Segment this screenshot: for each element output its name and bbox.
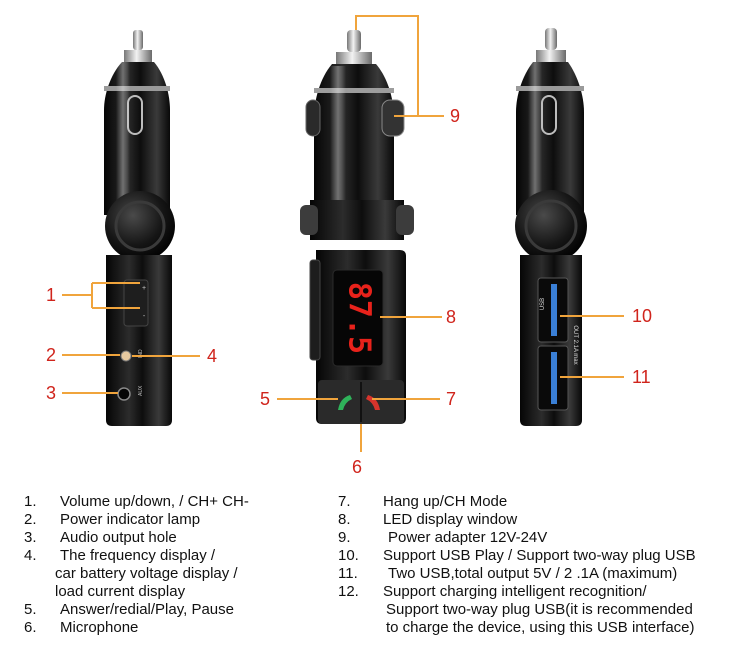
device-center-view: 87.5 — [300, 30, 414, 424]
feature-item-continuation: car battery voltage display / — [55, 565, 238, 582]
volume-rocker — [123, 279, 149, 327]
feature-item: 12.Support charging intelligent recognit… — [338, 583, 647, 600]
callout-10: 10 — [632, 306, 653, 326]
feature-item: 3.Audio output hole — [24, 529, 177, 546]
feature-item: 6.Microphone — [24, 619, 139, 636]
side-spring — [305, 99, 321, 137]
callout-8: 8 — [446, 307, 457, 327]
label-minus: - — [143, 313, 146, 320]
chrome-band — [314, 88, 394, 93]
callout-4: 4 — [207, 346, 218, 366]
feature-item: 4.The frequency display / — [24, 547, 216, 564]
callout-1: 1 — [46, 285, 57, 305]
usb-port-2-tongue — [551, 352, 557, 404]
plug-shine — [528, 62, 542, 202]
hangup-icon — [366, 395, 380, 410]
head-body — [106, 255, 172, 426]
callout-line-9 — [355, 15, 419, 117]
left-callout-lines — [62, 282, 200, 394]
center-callout-lines — [277, 15, 444, 452]
led-readout: 87.5 — [342, 282, 377, 354]
callout-2: 2 — [46, 345, 57, 365]
joint-knob — [396, 205, 414, 235]
feature-item: 2.Power indicator lamp — [24, 511, 201, 528]
contact-tip — [347, 30, 361, 52]
product-diagram: + - IND AUX 87.5 — [62, 15, 624, 452]
label-aux: AUX — [138, 385, 144, 396]
callout-3: 3 — [46, 383, 57, 403]
swivel-ring — [114, 200, 166, 252]
contact-tip — [133, 30, 143, 50]
chrome-band — [516, 86, 584, 91]
swivel-joint — [310, 200, 404, 240]
callout-9: 9 — [450, 106, 461, 126]
plug-shine — [116, 62, 130, 202]
feature-list-left: 1.Volume up/down, / CH+ CH- 2.Power indi… — [24, 493, 344, 637]
right-callout-lines — [560, 315, 624, 378]
device-right-view: USB OUT 2.1A max — [515, 28, 587, 426]
out-label: OUT 2.1A max — [572, 325, 578, 364]
joint-knob — [300, 205, 318, 235]
callout-7: 7 — [446, 389, 457, 409]
feature-item: 11.Two USB,total output 5V / 2 .1A (maxi… — [338, 565, 678, 582]
power-lamp — [120, 350, 132, 362]
aux-hole — [117, 387, 131, 401]
plug-body — [314, 64, 394, 210]
feature-item: 10.Support USB Play / Support two-way pl… — [338, 547, 696, 564]
callout-11: 11 — [632, 367, 651, 387]
answer-icon — [338, 395, 352, 410]
label-plus: + — [142, 285, 146, 292]
callout-6: 6 — [352, 457, 363, 477]
device-left-view: + - IND AUX — [104, 30, 175, 426]
feature-list-right: 7.Hang up/CH Mode 8.LED display window 9… — [338, 493, 743, 637]
feature-item: 9.Power adapter 12V-24V — [338, 529, 548, 546]
feature-item: 1.Volume up/down, / CH+ CH- — [24, 493, 249, 510]
side-spring — [381, 99, 405, 137]
feature-item-continuation: to charge the device, using this USB int… — [386, 619, 695, 636]
feature-item-continuation: Support two-way plug USB(it is recommend… — [386, 601, 693, 618]
contact-ring — [536, 50, 566, 62]
plug-shine — [330, 66, 346, 206]
usb-label: USB — [540, 298, 546, 310]
callout-bracket-1 — [91, 282, 140, 309]
feature-item-continuation: load current display — [55, 583, 186, 600]
label-ind: IND — [138, 349, 144, 358]
feature-item: 7.Hang up/CH Mode — [338, 493, 508, 510]
feature-item: 5.Answer/redial/Play, Pause — [24, 601, 234, 618]
callout-5: 5 — [260, 389, 271, 409]
chrome-band — [104, 86, 170, 91]
contact-ring — [336, 52, 372, 64]
usb-port-1-tongue — [551, 284, 557, 336]
swivel-ring — [524, 199, 578, 253]
contact-tip — [545, 28, 557, 50]
feature-item: 8.LED display window — [338, 511, 518, 528]
side-buttons — [309, 259, 321, 361]
contact-ring — [124, 50, 152, 62]
